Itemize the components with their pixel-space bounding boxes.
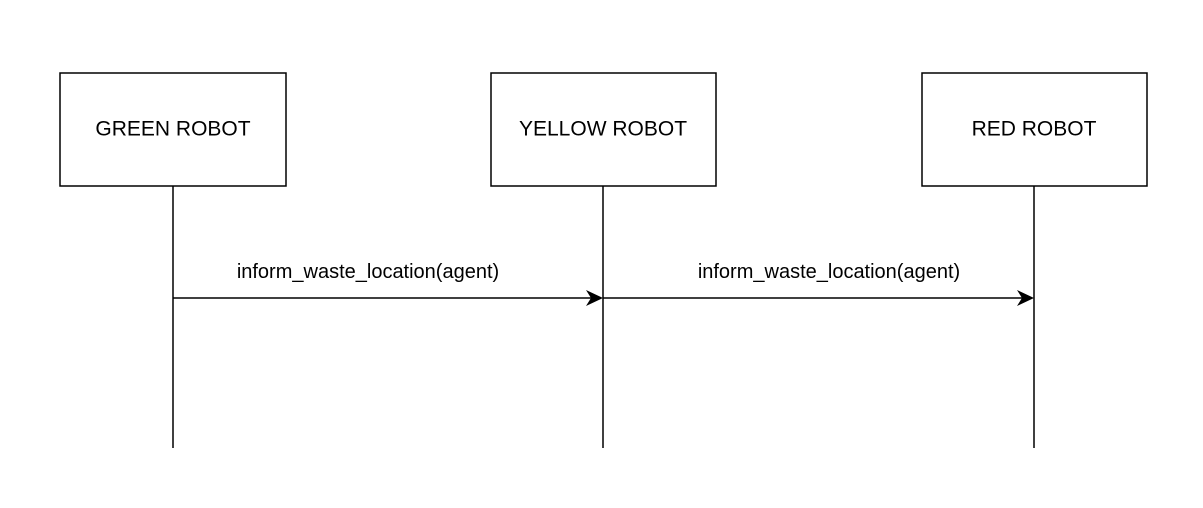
arrowhead-icon [1017,290,1034,306]
arrowhead-icon [586,290,603,306]
message-label: inform_waste_location(agent) [698,261,960,283]
actor-box [59,72,287,187]
actor-label: YELLOW ROBOT [519,118,687,141]
actor-label: RED ROBOT [972,118,1097,141]
actor-green-robot: GREEN ROBOT [59,72,287,187]
message-green-to-yellow: inform_waste_location(agent) [173,261,603,306]
actor-box [921,72,1148,187]
actor-box [490,72,717,187]
message-yellow-to-red: inform_waste_location(agent) [603,261,1034,306]
message-label: inform_waste_location(agent) [237,261,499,283]
actor-red-robot: RED ROBOT [921,72,1148,187]
actor-yellow-robot: YELLOW ROBOT [490,72,717,187]
actor-label: GREEN ROBOT [95,118,250,141]
